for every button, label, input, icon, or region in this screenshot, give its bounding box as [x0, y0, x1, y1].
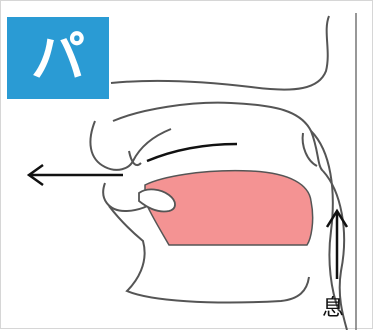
palate-outline — [113, 103, 323, 171]
face-outline — [111, 16, 329, 90]
pharynx-outline — [311, 131, 339, 311]
airflow-curve — [147, 144, 237, 161]
breath-label: 息 — [322, 290, 344, 322]
upper-lip — [90, 121, 171, 170]
uvula — [303, 133, 317, 166]
kana-label: パ — [31, 31, 85, 85]
kana-badge: パ — [7, 17, 109, 99]
